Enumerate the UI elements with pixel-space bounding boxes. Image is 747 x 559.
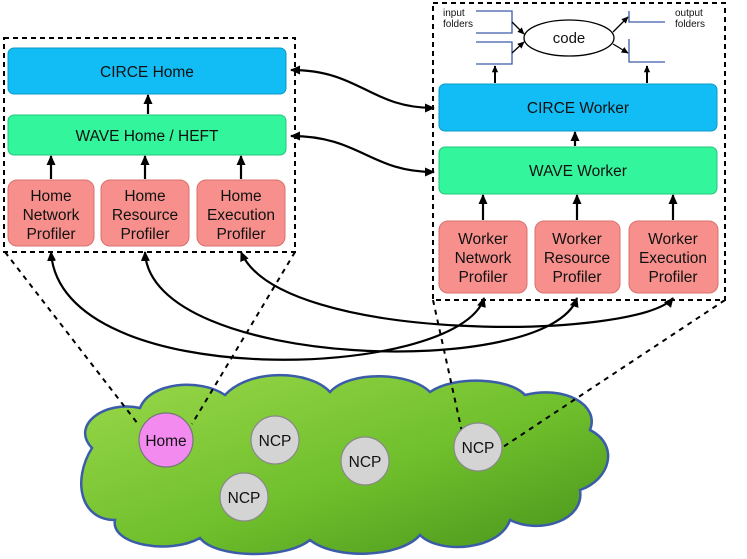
wave-worker-box: WAVE Worker — [438, 146, 718, 195]
ncp-node-label: NCP — [349, 454, 382, 471]
home-internal-arrows — [46, 94, 246, 179]
worker-projection-left — [432, 299, 463, 433]
home-resource-profiler-box: Home Resource Profiler — [100, 179, 190, 247]
circe-worker-label: CIRCE Worker — [527, 100, 629, 117]
worker-network-profiler-box: Worker Network Profiler — [438, 220, 528, 294]
worker-resource-profiler-box: Worker Resource Profiler — [534, 220, 621, 294]
code-label: code — [553, 30, 586, 47]
profiler-label-line: Worker — [552, 231, 602, 248]
output-folders-label: output — [675, 8, 703, 19]
profiler-label-line: Worker — [648, 231, 698, 248]
profiler-label-line: Network — [455, 250, 512, 267]
ncp-node-label: NCP — [228, 490, 261, 507]
folder-icon — [628, 11, 665, 23]
arrow — [612, 43, 629, 54]
circe-home-box: CIRCE Home — [7, 47, 287, 95]
code-ellipse: code — [523, 19, 615, 57]
ncp-node: NCP — [219, 472, 269, 522]
profiler-label-line: Home — [30, 188, 71, 205]
profiler-label-line: Execution — [207, 207, 275, 224]
home-node: Home — [138, 412, 194, 468]
wave-worker-label: WAVE Worker — [529, 163, 627, 180]
arrow — [511, 21, 525, 35]
circe-worker-box: CIRCE Worker — [438, 83, 718, 132]
ncp-node: NCP — [453, 422, 503, 472]
code-arrows — [491, 16, 651, 83]
execution-profiler-link-arrow — [239, 251, 674, 328]
circe-link-arrow — [290, 65, 435, 113]
profiler-label-line: Profiler — [216, 226, 265, 243]
profiler-label-line: Home — [220, 188, 261, 205]
input-folders-label: folders — [443, 19, 473, 30]
profiler-label-line: Resource — [112, 207, 178, 224]
worker-panel: input folders output folders code — [432, 2, 726, 301]
folder-icon — [628, 39, 665, 63]
wave-home-label: WAVE Home / HEFT — [76, 128, 219, 145]
profiler-label-line: Profiler — [458, 269, 507, 286]
wave-link-arrow — [290, 131, 435, 177]
ncp-node: NCP — [250, 415, 300, 465]
worker-internal-arrows — [478, 131, 678, 220]
arrow — [612, 16, 629, 33]
home-execution-profiler-box: Home Execution Profiler — [196, 179, 286, 247]
ncp-node-label: NCP — [259, 433, 292, 450]
profiler-label-line: Profiler — [552, 269, 601, 286]
profiler-label-line: Profiler — [120, 226, 169, 243]
ncp-node: NCP — [340, 436, 390, 486]
profiler-label-line: Resource — [544, 250, 610, 267]
profiler-label-line: Home — [124, 188, 165, 205]
worker-projection-right — [499, 299, 726, 450]
circe-home-label: CIRCE Home — [100, 64, 194, 81]
code-area: input folders output folders code — [443, 8, 705, 83]
profiler-label-line: Profiler — [26, 226, 75, 243]
worker-execution-profiler-box: Worker Execution Profiler — [628, 220, 719, 294]
home-panel: CIRCE Home WAVE Home / HEFT Home Network… — [3, 37, 296, 253]
home-network-profiler-box: Home Network Profiler — [7, 179, 95, 247]
network-profiler-link-arrow — [47, 251, 486, 361]
profiler-label-line: Network — [23, 207, 80, 224]
cloud-nodes: Home NCP NCP NCP NCP — [138, 412, 503, 522]
profiler-label-line: Profiler — [648, 269, 697, 286]
input-folders-label: input — [443, 8, 465, 19]
profiler-label-line: Worker — [458, 231, 508, 248]
home-node-label: Home — [145, 433, 186, 450]
ncp-node-label: NCP — [462, 440, 495, 457]
arrow — [511, 41, 525, 54]
wave-home-box: WAVE Home / HEFT — [7, 114, 287, 156]
output-folders-label: folders — [675, 19, 705, 30]
profiler-label-line: Execution — [639, 250, 707, 267]
cross-connections — [47, 65, 674, 361]
home-projection-left — [4, 251, 139, 425]
